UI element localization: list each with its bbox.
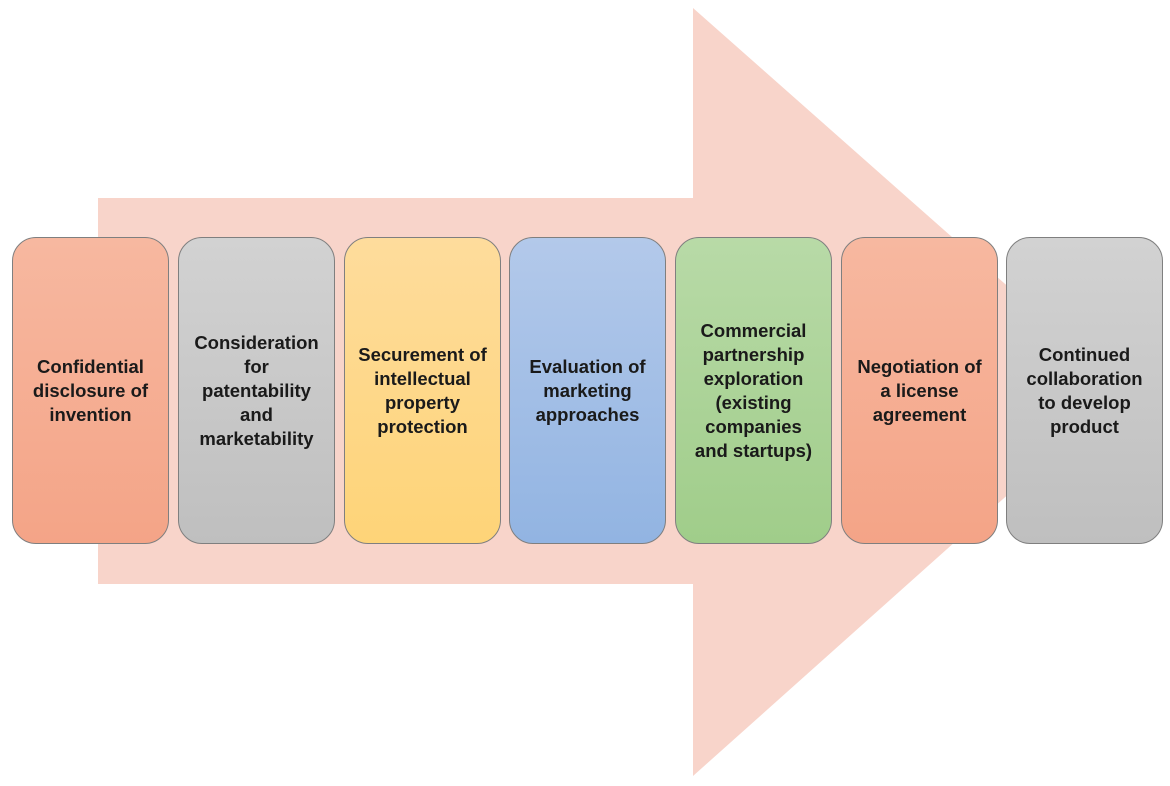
step-label: Negotiation of a license agreement <box>857 355 982 425</box>
step-continued-collaboration: Continued collaboration to develop produ… <box>1006 237 1163 544</box>
step-label: Securement of intellectual property prot… <box>358 343 487 437</box>
step-confidential-disclosure: Confidential disclosure of invention <box>12 237 169 544</box>
step-license-negotiation: Negotiation of a license agreement <box>841 237 998 544</box>
step-marketing-evaluation: Evaluation of marketing approaches <box>509 237 666 544</box>
step-label: Confidential disclosure of invention <box>32 355 149 425</box>
step-label: Continued collaboration to develop produ… <box>1026 343 1143 437</box>
step-label: Evaluation of marketing approaches <box>529 355 646 425</box>
step-label: Commercial partnership exploration (exis… <box>694 319 813 461</box>
step-patentability-consideration: Consideration for patentability and mark… <box>178 237 335 544</box>
step-label: Consideration for patentability and mark… <box>194 331 319 449</box>
step-partnership-exploration: Commercial partnership exploration (exis… <box>675 237 832 544</box>
step-ip-protection: Securement of intellectual property prot… <box>344 237 501 544</box>
